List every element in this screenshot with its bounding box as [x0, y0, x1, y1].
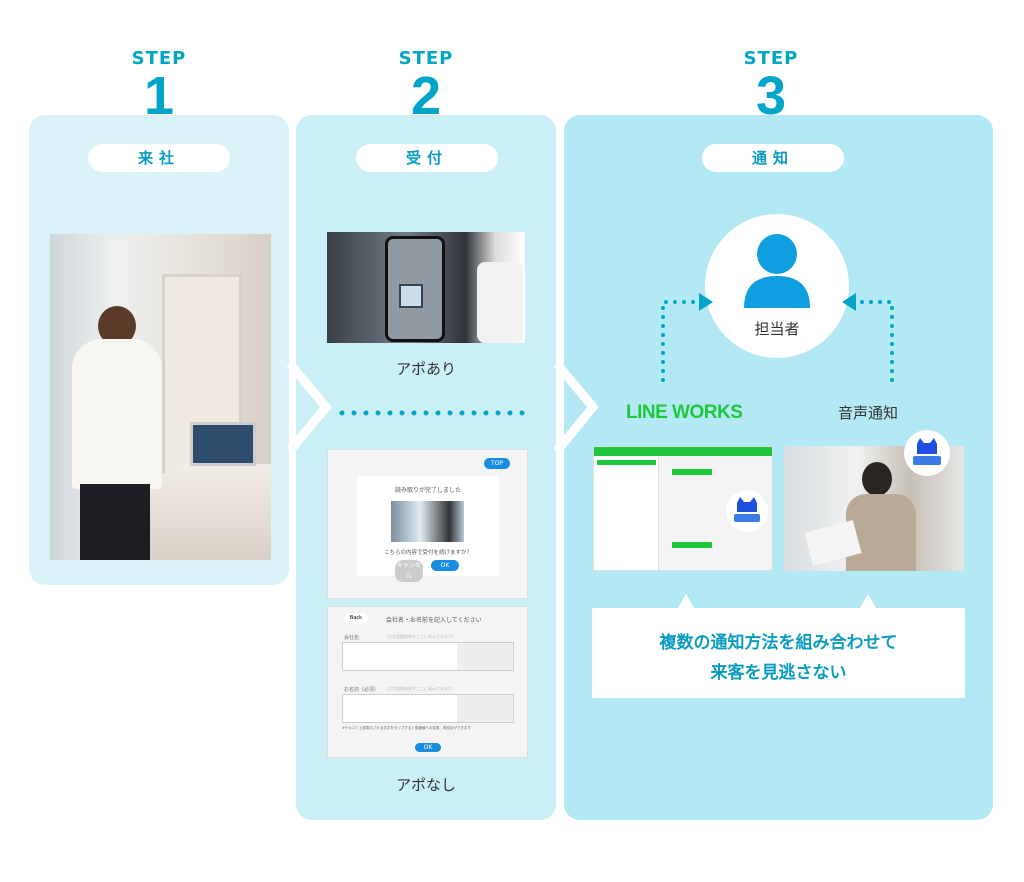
- back-button[interactable]: Back: [344, 613, 368, 624]
- step-label: STEP: [131, 48, 187, 69]
- qr-scan-photo: [327, 232, 525, 343]
- scan-title: 読み取りが完了しました: [394, 487, 461, 494]
- company-input[interactable]: [342, 642, 514, 671]
- bot-speech-bubble: [726, 490, 768, 532]
- name-entry-screen: Back 会社名・お名前を記入してください 会社名 （文字認識結果がここに表示さ…: [327, 606, 528, 758]
- dotted-arrow-left: [661, 293, 713, 382]
- form-ok-button[interactable]: OK: [415, 743, 441, 752]
- phone-call-photo: [784, 446, 964, 571]
- dotted-divider: [339, 410, 527, 416]
- person-circle: 担当者: [705, 214, 849, 358]
- line-works-logo: LINE WORKS: [626, 402, 743, 423]
- step-number: 3: [755, 66, 787, 126]
- scan-complete-screen: TOP 読み取りが完了しました こちらの内容で受付を続けますか？ キャンセル O…: [327, 449, 528, 599]
- visitor-photo: [50, 234, 271, 560]
- name-placeholder: （文字認識結果がここに表示されます）: [384, 686, 456, 691]
- ok-button[interactable]: OK: [431, 560, 459, 571]
- person-icon: [744, 234, 810, 308]
- business-card-photo: [391, 501, 464, 542]
- step2-title: 受付: [356, 144, 498, 172]
- cat-bot-icon: [913, 438, 941, 465]
- step-label: STEP: [398, 48, 454, 69]
- back-label: Back: [349, 615, 363, 621]
- top-button[interactable]: TOP: [484, 458, 510, 469]
- step1-title: 来社: [88, 144, 230, 172]
- message-box: 複数の通知方法を組み合わせて 来客を見逃さない: [592, 594, 965, 698]
- arrow-right-icon: [553, 361, 599, 454]
- cancel-button[interactable]: キャンセル: [395, 560, 423, 582]
- voice-notification-label: 音声通知: [838, 404, 899, 422]
- company-label: 会社名: [344, 635, 360, 641]
- name-label: お名前（必須）: [344, 687, 380, 693]
- dotted-arrow-right: [842, 293, 894, 382]
- with-appointment-caption: アポあり: [395, 360, 456, 378]
- form-title: 会社名・お名前を記入してください: [386, 617, 482, 624]
- step-number: 1: [143, 66, 175, 126]
- line-works-screenshot: [593, 446, 773, 571]
- arrow-right-icon: [286, 361, 332, 454]
- name-input[interactable]: [342, 694, 514, 723]
- person-label: 担当者: [754, 320, 800, 338]
- step3-title: 通知: [702, 144, 844, 172]
- bot-speech-bubble: [904, 430, 950, 476]
- step-number: 2: [410, 66, 442, 126]
- cat-bot-icon: [734, 497, 760, 522]
- step-label: STEP: [743, 48, 799, 69]
- message-line2: 来客を見逃さない: [710, 663, 847, 683]
- message-line1: 複数の通知方法を組み合わせて: [659, 633, 898, 653]
- without-appointment-caption: アポなし: [395, 776, 456, 794]
- form-note: ※テキスト上部表示される文字をタップすると候補値への変更、再設定ができます: [342, 726, 471, 730]
- scan-question: こちらの内容で受付を続けますか？: [383, 550, 472, 556]
- company-placeholder: （文字認識結果がここに表示されます）: [384, 634, 456, 639]
